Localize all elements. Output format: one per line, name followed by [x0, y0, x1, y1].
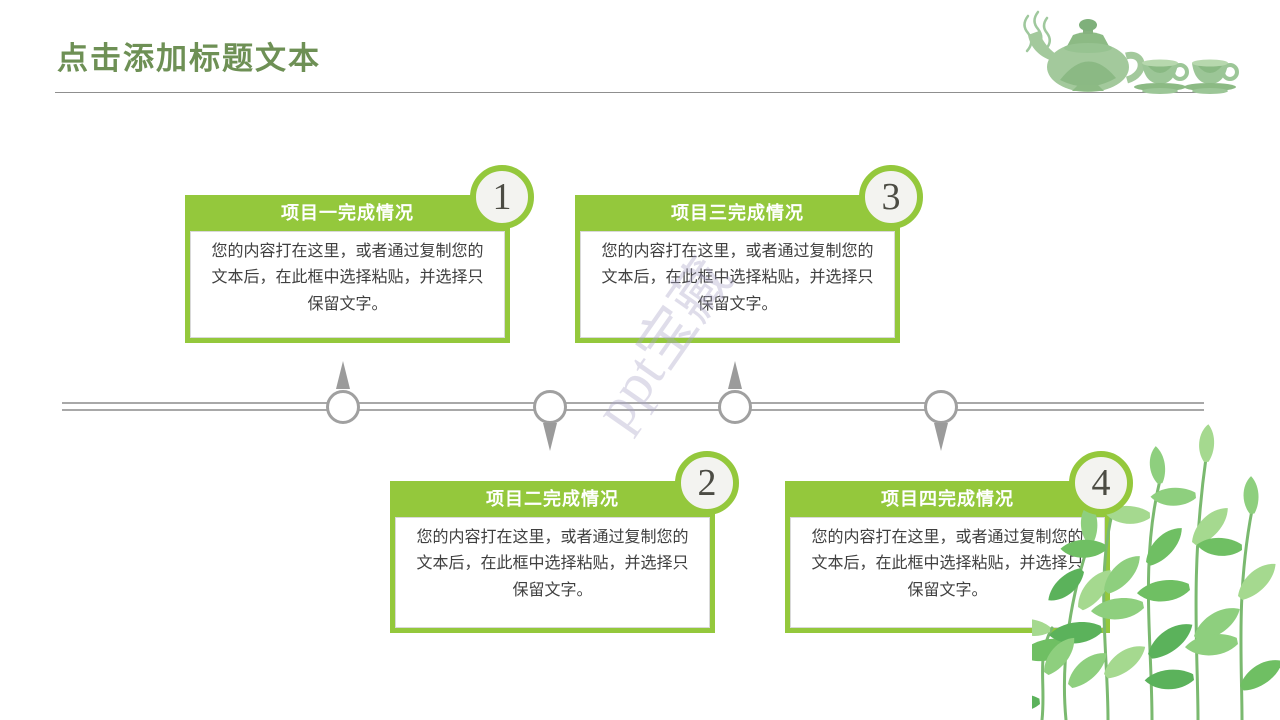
timeline-node-4 [924, 390, 958, 424]
project-card-1[interactable]: 项目一完成情况 您的内容打在这里，或者通过复制您的文本后，在此框中选择粘贴，并选… [185, 195, 510, 343]
header-divider [55, 92, 1223, 93]
timeline-node-2 [533, 390, 567, 424]
card-body-text[interactable]: 您的内容打在这里，或者通过复制您的文本后，在此框中选择粘贴，并选择只保留文字。 [190, 231, 505, 338]
project-card-4[interactable]: 项目四完成情况 您的内容打在这里，或者通过复制您的文本后，在此框中选择粘贴，并选… [785, 481, 1110, 633]
timeline-line-bottom [62, 409, 1204, 411]
arrow-up-icon [728, 361, 742, 389]
timeline-node-3 [718, 390, 752, 424]
card-title[interactable]: 项目三完成情况 [671, 203, 804, 223]
number-badge-2[interactable]: 2 [675, 451, 739, 515]
project-card-3[interactable]: 项目三完成情况 您的内容打在这里，或者通过复制您的文本后，在此框中选择粘贴，并选… [575, 195, 900, 343]
teapot-body [1028, 19, 1145, 92]
card-title[interactable]: 项目二完成情况 [486, 489, 619, 509]
card-body-text[interactable]: 您的内容打在这里，或者通过复制您的文本后，在此框中选择粘贴，并选择只保留文字。 [790, 517, 1105, 628]
page-title[interactable]: 点击添加标题文本 [57, 41, 321, 76]
card-body-text[interactable]: 您的内容打在这里，或者通过复制您的文本后，在此框中选择粘贴，并选择只保留文字。 [580, 231, 895, 338]
arrow-down-icon [934, 423, 948, 451]
teacup-icon [1134, 59, 1189, 94]
card-title[interactable]: 项目四完成情况 [881, 489, 1014, 509]
project-card-2[interactable]: 项目二完成情况 您的内容打在这里，或者通过复制您的文本后，在此框中选择粘贴，并选… [390, 481, 715, 633]
timeline-line-top [62, 402, 1204, 404]
teacup-icon [1184, 59, 1239, 94]
number-badge-1[interactable]: 1 [470, 165, 534, 229]
card-title[interactable]: 项目一完成情况 [281, 203, 414, 223]
number-badge-3[interactable]: 3 [859, 165, 923, 229]
arrow-down-icon [543, 423, 557, 451]
teapot-icon [1002, 6, 1240, 94]
timeline-node-1 [326, 390, 360, 424]
card-body-text[interactable]: 您的内容打在这里，或者通过复制您的文本后，在此框中选择粘贴，并选择只保留文字。 [395, 517, 710, 628]
arrow-up-icon [336, 361, 350, 389]
number-badge-4[interactable]: 4 [1069, 451, 1133, 515]
